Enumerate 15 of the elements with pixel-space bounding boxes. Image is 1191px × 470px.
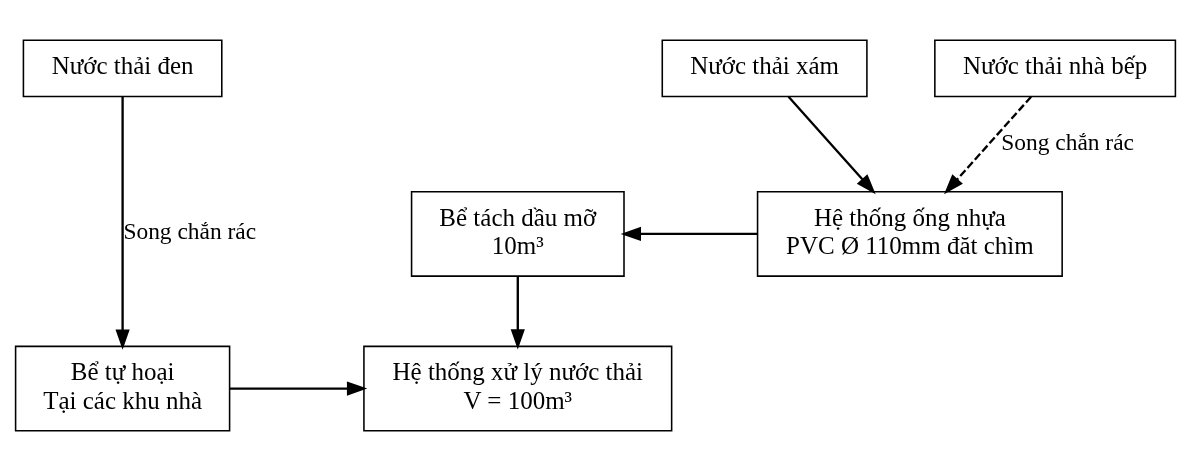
node-box: Nước thải đen [22,38,223,97]
node-box: Bể tự hoại Tại các khu nhà [14,345,231,432]
arrow [944,95,1032,194]
edge-label: Song chắn rác [1001,128,1134,155]
node-box: Hệ thống ống nhựa PVC Ø 110mm đăt chìm [756,190,1063,277]
arrow [510,276,525,349]
node-box: Bể tách dầu mỡ 10m³ [410,190,625,277]
node-box: Hệ thống xử lý nước thải V = 100m³ [363,345,673,432]
edge-label: Song chắn rác [123,217,257,244]
arrow [787,95,876,194]
node-box: Nước thải xám [661,38,868,97]
arrow [620,226,758,241]
arrow [229,380,368,396]
node-box: Nước thải nhà bếp [934,38,1177,97]
arrow [115,96,130,350]
